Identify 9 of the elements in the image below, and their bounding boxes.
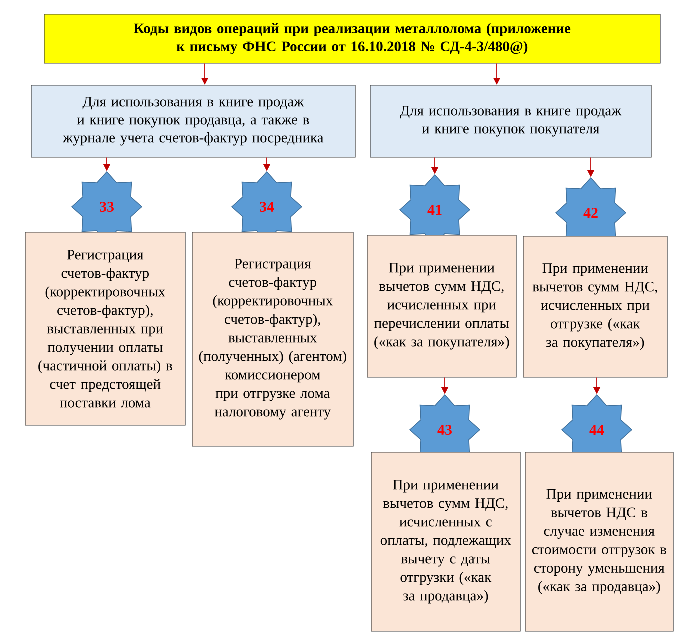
- description-box: При применении вычетов сумм НДС, исчисленных при отгрузке («как за покупателя»): [523, 236, 668, 378]
- category-box: Для использования в книге продаж и книге покупок продавца, а также в журнале учета счетов-фактур посредника: [31, 85, 356, 158]
- category-box: Для использования в книге продаж и книге покупок покупателя: [370, 85, 652, 158]
- description-box: При применении вычетов сумм НДС, исчисленных при перечислении оплаты («как за покупателя»): [367, 235, 517, 378]
- description-box: При применении вычетов сумм НДС, исчисленных с оплаты, подлежащих вычету с даты отгрузки («как за продавца»): [371, 452, 521, 632]
- description-box: Регистрация счетов-фактур (корректировочных счетов-фактур), выставленных при получении оплаты (частичной оплаты) в счет предстоящей поставки лома: [25, 232, 186, 426]
- description-box: Регистрация счетов-фактур (корректировочных счетов-фактур), выставленных (полученных) (агентом) комиссионером при отгрузке лома налоговому агенту: [192, 232, 354, 447]
- description-box: При применении вычетов НДС в случае изменения стоимости отгрузок в сторону уменьшения («как за продавца»): [525, 452, 674, 632]
- title-box: Коды видов операций при реализации металлолома (приложение к письму ФНС России от 16.10.2018 № СД-4-3/480@): [44, 14, 661, 64]
